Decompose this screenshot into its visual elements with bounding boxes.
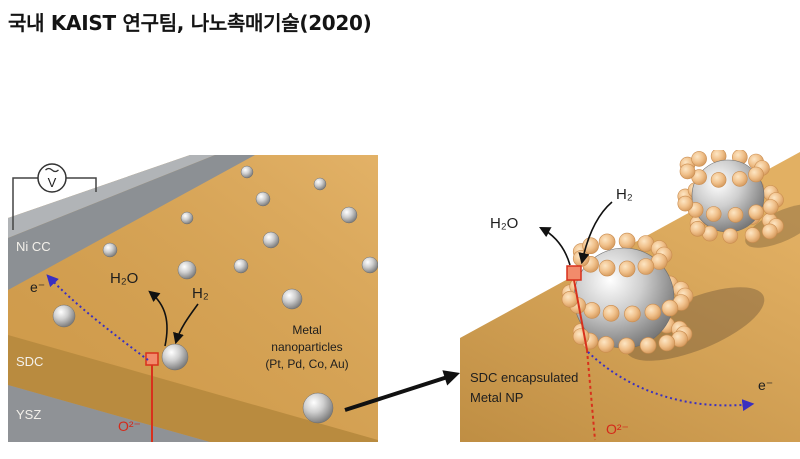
nanoparticle [361, 256, 378, 274]
sdc-shell-bead [679, 163, 696, 180]
particle-label-line: Metal [292, 323, 321, 337]
ysz-layer [8, 385, 210, 442]
sdc-shell-bead [727, 207, 744, 223]
oxide-ion-label: O²⁻ [606, 421, 629, 437]
voltmeter-circle [37, 163, 67, 193]
sdc-shell-bead [572, 250, 590, 267]
transition-arrow [344, 370, 460, 412]
nanoparticle [52, 304, 76, 328]
ni-cc-label: Ni CC [16, 239, 51, 254]
sdc-shell-bead [722, 228, 739, 244]
h2o-label: H₂O [490, 215, 518, 232]
voltmeter-icon: V [12, 163, 97, 230]
nanoparticle [233, 258, 249, 274]
sdc-shell-bead [762, 199, 779, 215]
voltmeter-wire [66, 177, 97, 192]
electron-label: e⁻ [758, 377, 773, 393]
nanoparticle [180, 211, 194, 225]
transition-arrow-shaft [344, 375, 447, 412]
voltmeter-wire [12, 177, 38, 230]
nanoparticle [102, 242, 118, 258]
sdc-shell-bead [677, 195, 694, 212]
h2-supply-arrow [578, 201, 613, 265]
h2o-release-arrow [148, 290, 168, 347]
h2-label: H₂ [616, 186, 633, 203]
nanoparticle [240, 165, 254, 179]
ni-cc-side-face [8, 155, 255, 290]
nanoparticle [281, 288, 303, 310]
sdc-shell-bead [705, 206, 722, 222]
sdc-shell-bead [624, 305, 641, 323]
sdc-shell-bead [710, 172, 727, 188]
ac-tilde-icon [45, 167, 59, 173]
sdc-shell-bead [597, 336, 615, 353]
nanoparticle-group [52, 165, 378, 424]
sdc-shell-bead [598, 233, 616, 251]
nanoparticle-reaction [161, 343, 189, 371]
sdc-shell-bead [731, 171, 748, 187]
particle-label-line: (Pt, Pd, Co, Au) [265, 357, 348, 371]
h2o-label: H₂O [110, 270, 138, 287]
nanoparticle [262, 231, 280, 249]
sdc-shell-bead [618, 260, 636, 278]
slide-title: 국내 KAIST 연구팀, 나노촉매기술(2020) [8, 11, 372, 35]
sdc-shell-bead [598, 259, 616, 277]
sdc-shell-bead [618, 337, 635, 355]
sdc-shell-bead [744, 227, 761, 243]
sdc-layer [8, 335, 378, 442]
electron-label: e⁻ [30, 279, 45, 295]
voltmeter-symbol: V [48, 175, 57, 190]
nanoparticle [255, 191, 271, 207]
np2-shell-front [677, 160, 784, 244]
sdc-shell-bead [691, 151, 707, 167]
nanoparticle [313, 177, 327, 191]
sdc-shell-bead [761, 223, 778, 240]
oxide-ion-path [573, 279, 588, 351]
right-panel-encapsulated-np [460, 150, 800, 442]
sdc-shell-bead [658, 334, 676, 352]
np-label-line: SDC encapsulated [470, 370, 578, 385]
sdc-shell-bead [583, 302, 601, 319]
sdc-shell-bead [748, 204, 764, 221]
sdc-shell-bead [637, 258, 655, 275]
particle-label-line: nanoparticles [271, 340, 342, 354]
np-label-line: Metal NP [470, 390, 523, 405]
sdc-shell-bead [582, 237, 599, 254]
sdc-shell-bead [748, 166, 764, 183]
left-panel-anode-diagram: V Ni CC SDC YSZ H₂O H₂ e⁻ O²⁻ Metal nano… [8, 155, 378, 442]
transition-arrow-head [442, 370, 460, 386]
ysz-label: YSZ [16, 407, 41, 422]
h2-supply-arrow [173, 303, 199, 345]
np1-shell-front [561, 246, 694, 355]
sdc-label: SDC [16, 354, 43, 369]
nanoparticle [177, 260, 197, 280]
electron-path-arrow [46, 274, 149, 361]
nanoparticle [340, 206, 358, 224]
oxide-ion-label: O²⁻ [118, 418, 141, 434]
reaction-site-marker [566, 265, 582, 281]
sdc-shell-bead [661, 299, 679, 317]
sdc-shell-bead [618, 232, 636, 250]
sdc-shell-bead [644, 303, 662, 321]
h2-label: H₂ [192, 285, 209, 302]
nanoparticle [302, 392, 334, 424]
sdc-shell-bead [639, 337, 657, 354]
sdc-shell-bead [602, 304, 620, 322]
sdc-shell-bead [572, 328, 590, 345]
reaction-site-marker [145, 352, 159, 366]
sdc-shell-bead [689, 221, 706, 237]
h2o-release-arrow [539, 226, 571, 266]
